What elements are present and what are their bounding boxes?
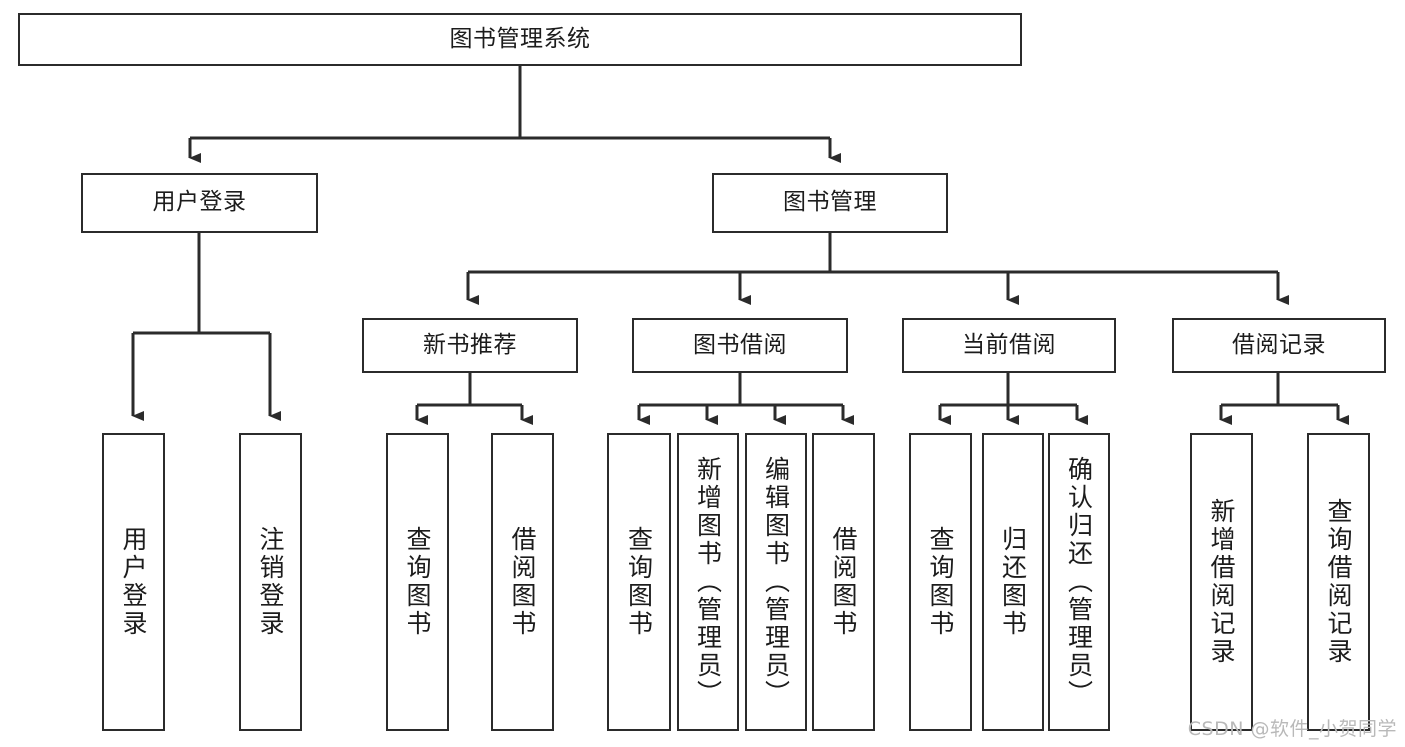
node-borrow-record-label: 借阅记录 — [1232, 331, 1326, 358]
leaf-add-record-label: 新增借阅记录 — [1207, 498, 1236, 666]
leaf-borrow-book-1-label: 借阅图书 — [508, 526, 537, 638]
leaf-confirm-return-label: 确认归还（管理员） — [1064, 456, 1094, 708]
leaf-borrow-book-1[interactable]: 借阅图书 — [491, 433, 554, 731]
node-current-borrow[interactable]: 当前借阅 — [902, 318, 1116, 373]
leaf-add-book-label: 新增图书（管理员） — [693, 456, 723, 708]
leaf-add-book[interactable]: 新增图书（管理员） — [677, 433, 739, 731]
leaf-edit-book[interactable]: 编辑图书（管理员） — [745, 433, 807, 731]
leaf-borrow-book-2-label: 借阅图书 — [829, 526, 858, 638]
leaf-query-book-1[interactable]: 查询图书 — [386, 433, 449, 731]
node-user-login[interactable]: 用户登录 — [81, 173, 318, 233]
leaf-query-record[interactable]: 查询借阅记录 — [1307, 433, 1370, 731]
leaf-user-login[interactable]: 用户登录 — [102, 433, 165, 731]
node-root-label: 图书管理系统 — [449, 25, 591, 52]
leaf-return-book[interactable]: 归还图书 — [982, 433, 1044, 731]
leaf-add-record[interactable]: 新增借阅记录 — [1190, 433, 1253, 731]
node-user-login-label: 用户登录 — [152, 189, 247, 216]
leaf-query-book-1-label: 查询图书 — [403, 526, 432, 638]
node-book-borrow[interactable]: 图书借阅 — [632, 318, 848, 373]
node-new-book-recommend[interactable]: 新书推荐 — [362, 318, 578, 373]
leaf-query-book-2[interactable]: 查询图书 — [607, 433, 671, 731]
node-book-manage-label: 图书管理 — [783, 189, 877, 216]
leaf-return-book-label: 归还图书 — [998, 526, 1028, 638]
leaf-query-record-label: 查询借阅记录 — [1324, 498, 1353, 666]
leaf-query-book-3-label: 查询图书 — [926, 526, 955, 638]
node-root[interactable]: 图书管理系统 — [18, 13, 1022, 66]
leaf-query-book-2-label: 查询图书 — [624, 526, 654, 638]
leaf-query-book-3[interactable]: 查询图书 — [909, 433, 972, 731]
node-borrow-record[interactable]: 借阅记录 — [1172, 318, 1386, 373]
node-current-borrow-label: 当前借阅 — [962, 331, 1056, 358]
leaf-logout-login[interactable]: 注销登录 — [239, 433, 302, 731]
node-book-borrow-label: 图书借阅 — [693, 331, 787, 358]
leaf-logout-login-label: 注销登录 — [256, 526, 285, 638]
leaf-user-login-label: 用户登录 — [119, 526, 148, 638]
leaf-confirm-return[interactable]: 确认归还（管理员） — [1048, 433, 1110, 731]
node-new-book-recommend-label: 新书推荐 — [423, 331, 517, 358]
leaf-borrow-book-2[interactable]: 借阅图书 — [812, 433, 875, 731]
leaf-edit-book-label: 编辑图书（管理员） — [761, 456, 791, 708]
node-book-manage[interactable]: 图书管理 — [712, 173, 948, 233]
